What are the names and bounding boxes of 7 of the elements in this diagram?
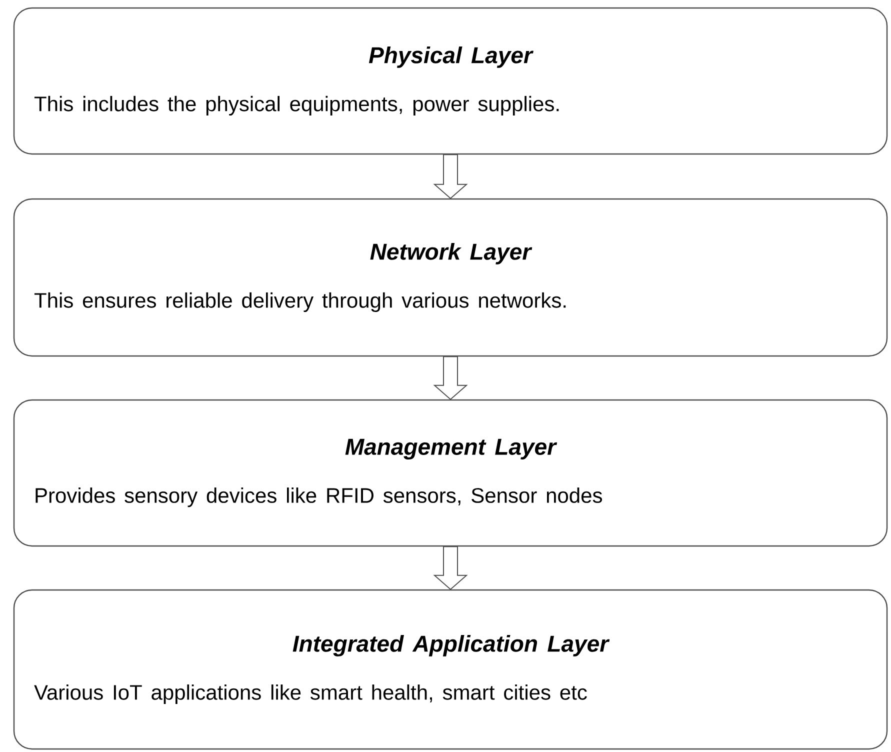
layer-box: Physical Layer This includes the physical equipments, power supplies. [13,7,888,155]
block-arrow [433,154,468,200]
block-arrow [433,546,468,590]
layer-box: Network Layer This ensures reliable delivery through various networks. [13,198,888,357]
block-arrow [433,356,468,400]
layer-box: Management Layer Provides sensory devices like RFID sensors, Sensor nodes [13,399,888,547]
layer-box: Integrated Application Layer Various IoT applications like smart health, smart cities etc [13,589,888,750]
